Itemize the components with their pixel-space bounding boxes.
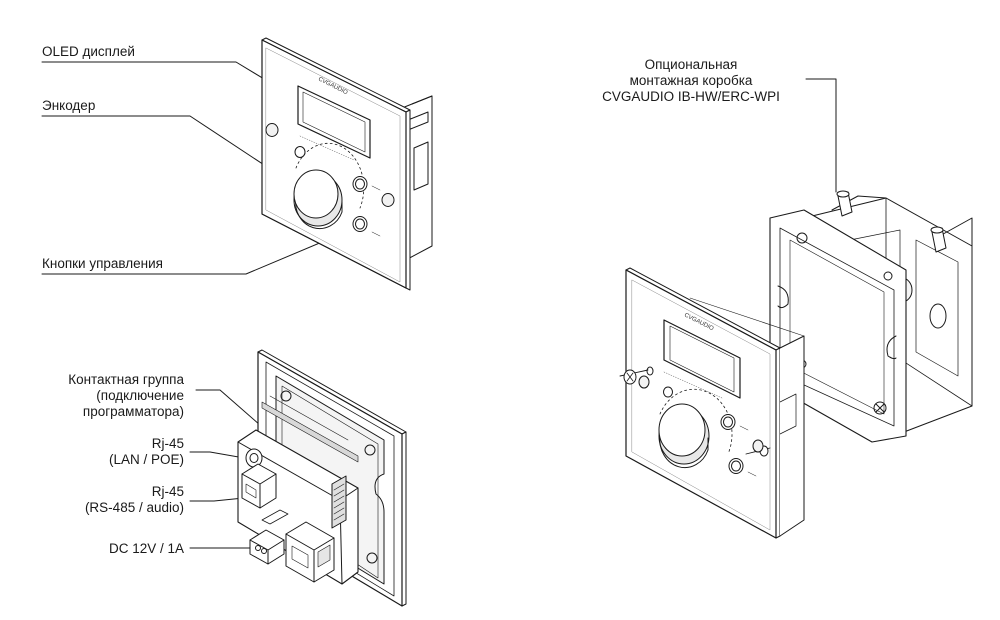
label-mounting-box-line2: монтажная коробка — [629, 73, 753, 88]
label-contact-group-line2: (подключение — [96, 388, 184, 403]
label-mounting-box: Опциональная монтажная коробка CVGAUDIO … — [560, 57, 822, 105]
label-rj45-lan-line1: Rj-45 — [151, 436, 184, 451]
rear-panel-device — [237, 349, 407, 607]
label-control-buttons: Кнопки управления — [42, 256, 163, 271]
label-encoder: Энкодер — [42, 98, 96, 113]
label-dc-power: DC 12V / 1A — [108, 541, 184, 556]
label-rj45-lan-line2: (LAN / POE) — [108, 452, 184, 467]
label-contact-group-line3: программатора) — [82, 404, 184, 419]
front-panel-device — [261, 37, 433, 291]
label-contact-group: Контактная группа (подключение программа… — [36, 372, 184, 420]
label-contact-group-line1: Контактная группа — [68, 372, 184, 387]
label-rj45-rs485-line1: Rj-45 — [151, 484, 184, 499]
label-oled-display: OLED дисплей — [42, 44, 135, 59]
label-rj45-rs485-line2: (RS-485 / audio) — [84, 500, 184, 515]
label-rj45-lan: Rj-45 (LAN / POE) — [36, 436, 184, 468]
label-mounting-box-line1: Опциональная — [644, 57, 738, 72]
label-rj45-rs485: Rj-45 (RS-485 / audio) — [36, 484, 184, 516]
label-mounting-box-line3: CVGAUDIO IB-HW/ERC-WPI — [602, 89, 780, 104]
mounting-box-assembly — [619, 190, 973, 539]
